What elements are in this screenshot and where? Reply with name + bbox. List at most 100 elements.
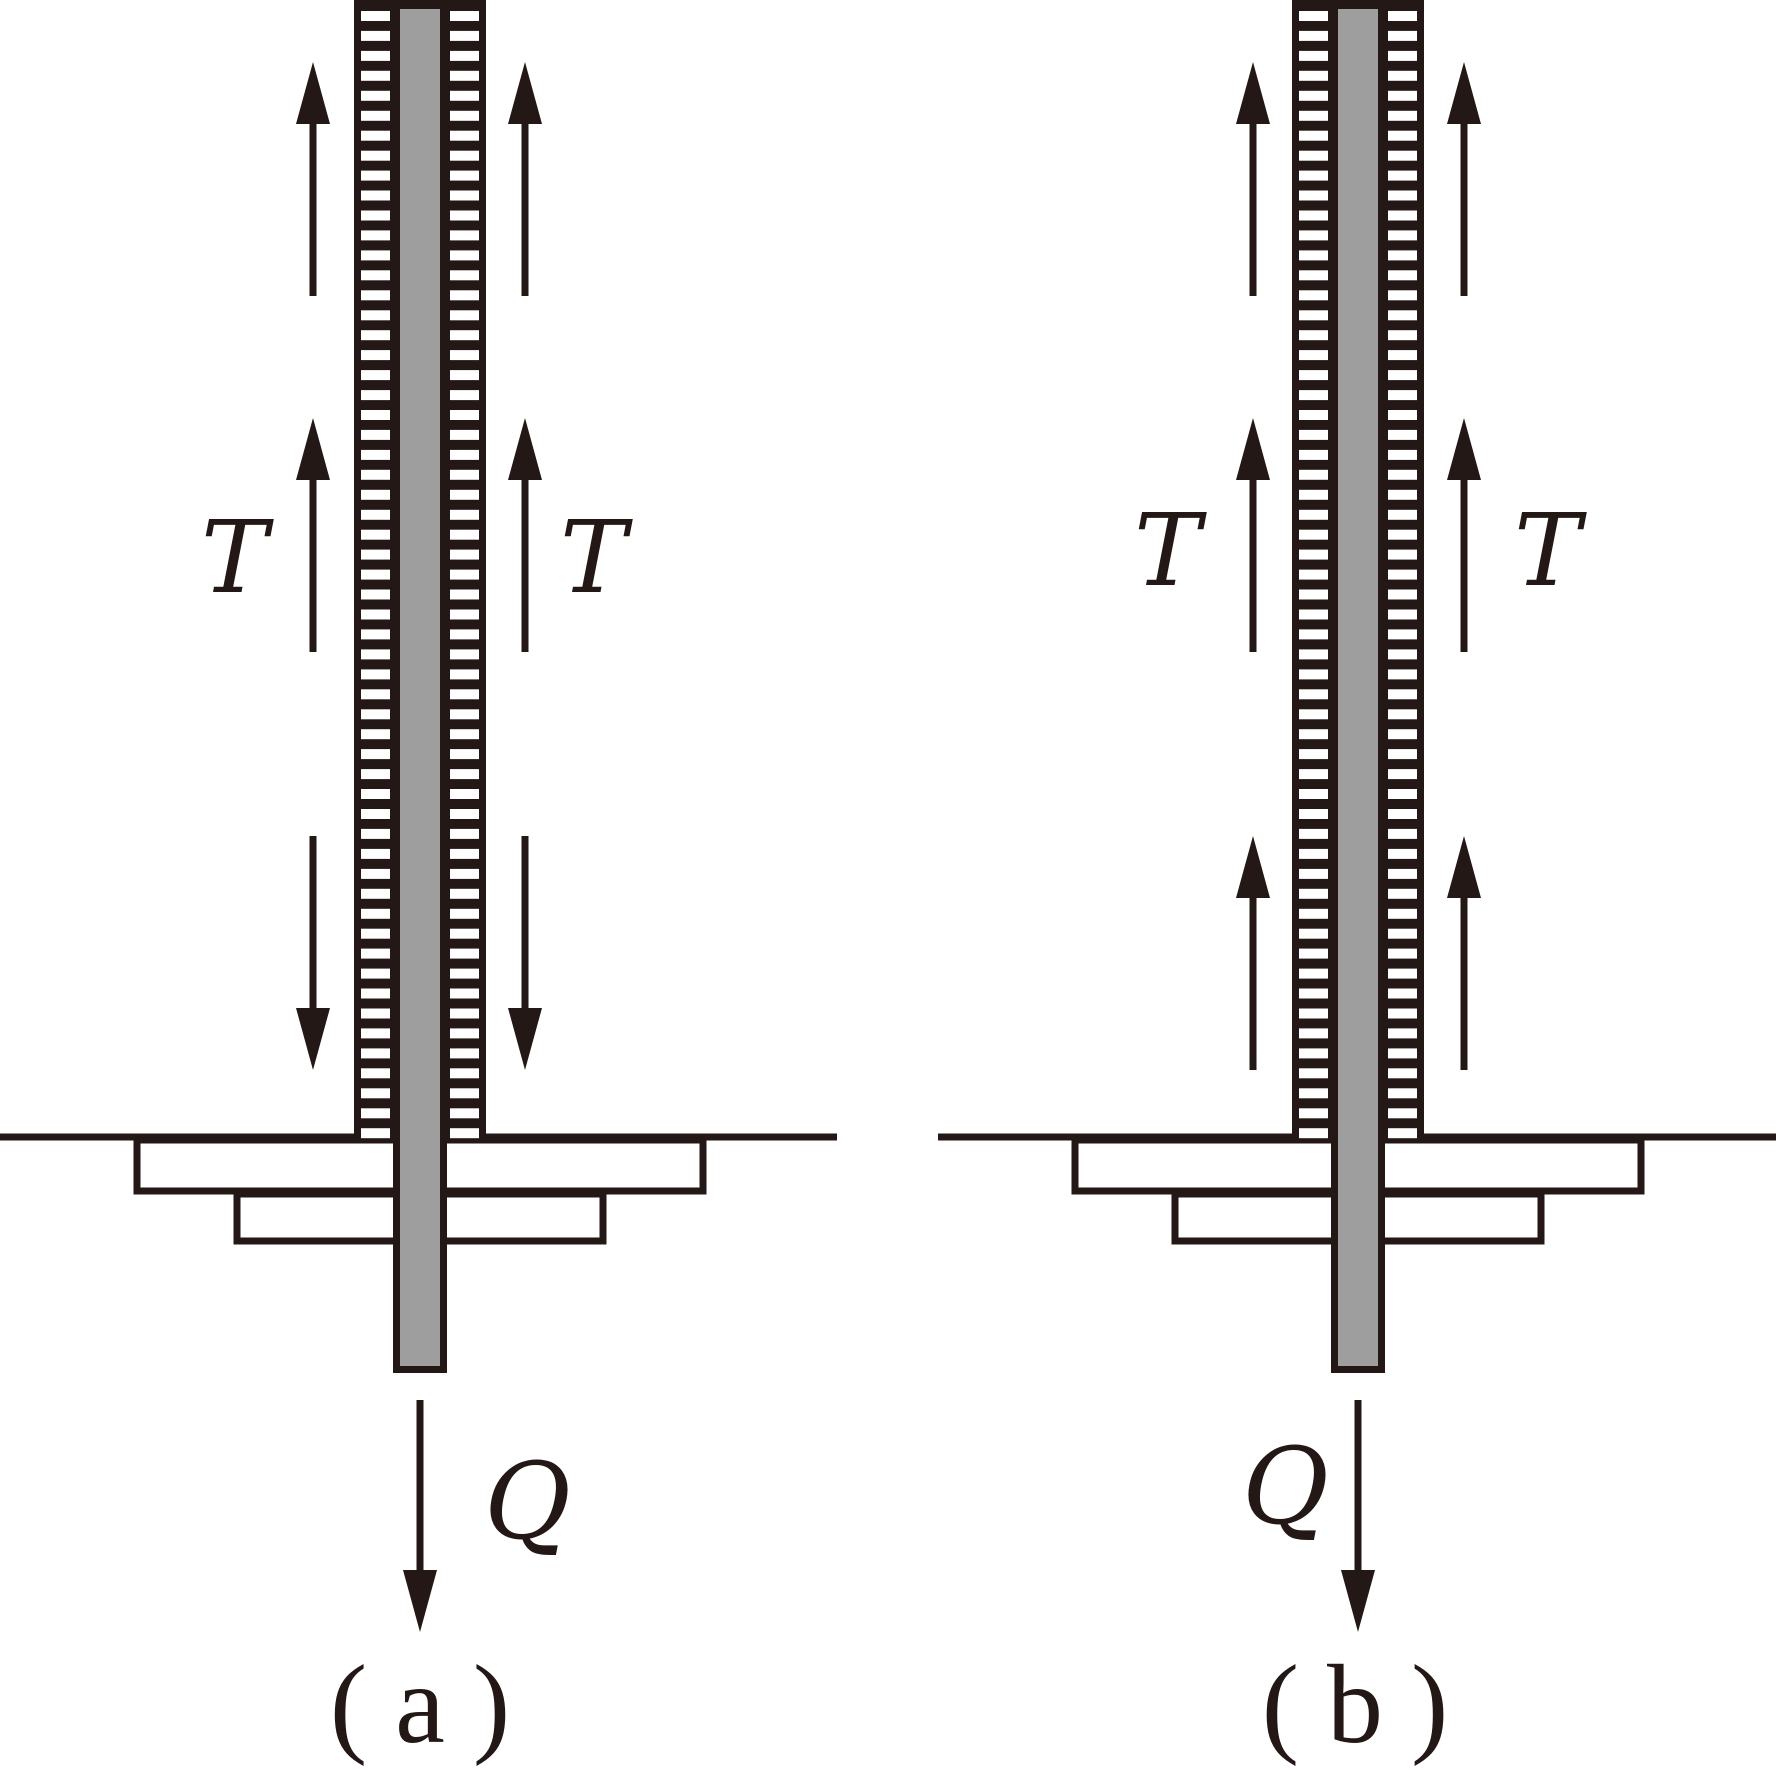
force-arrows-a (296, 62, 542, 1632)
grout-cell-right-a (450, 370, 479, 381)
grout-cell-right-b (1388, 250, 1417, 261)
grout-cell-left-b (1299, 968, 1328, 979)
grout-cell-left-b (1299, 70, 1328, 81)
grout-cell-left-b (1299, 90, 1328, 101)
grout-cell-right-b (1388, 30, 1417, 41)
grout-cell-right-a (450, 809, 479, 819)
grout-cell-right-a (450, 729, 479, 740)
tension-arrow-mid-right-b-head (1447, 418, 1481, 480)
load-arrow-b-head (1341, 1570, 1375, 1632)
grout-cell-left-b (1299, 410, 1328, 420)
grout-cell-left-a (361, 828, 390, 839)
grout-cell-right-a (450, 709, 479, 720)
grout-cell-left-b (1299, 330, 1328, 341)
tension-arrow-bottom-left-a (296, 836, 330, 1070)
grout-cell-right-a (450, 789, 479, 799)
grout-cell-left-a (361, 968, 390, 979)
grout-cell-right-b (1388, 150, 1417, 161)
grout-cell-right-a (450, 70, 479, 81)
grout-cell-right-a (450, 549, 479, 560)
grout-cell-right-b (1388, 270, 1417, 281)
grout-cell-left-a (361, 210, 390, 221)
grout-cell-left-b (1299, 629, 1328, 640)
grout-cell-left-a (361, 429, 390, 440)
grout-cell-right-b (1388, 908, 1417, 919)
grout-cell-right-a (450, 270, 479, 281)
grout-cell-left-a (361, 70, 390, 81)
grout-cell-left-b (1299, 609, 1328, 620)
grout-cell-right-a (450, 908, 479, 919)
grout-cell-left-b (1299, 828, 1328, 839)
grout-cell-left-a (361, 1028, 390, 1039)
grout-cell-right-a (450, 330, 479, 341)
grout-cell-right-b (1388, 1028, 1417, 1039)
grout-cell-right-a (450, 868, 479, 879)
grout-cell-right-a (450, 190, 479, 201)
anchor-rod-fill-a (400, 9, 440, 1366)
grout-cell-right-b (1388, 968, 1417, 979)
grout-cell-left-a (361, 290, 390, 301)
grout-cell-right-a (450, 529, 479, 540)
grout-cell-left-b (1299, 50, 1328, 61)
grout-cell-right-a (450, 1108, 479, 1119)
tension-arrow-bottom-right-a (508, 836, 542, 1070)
tension-arrow-top-right-a (508, 62, 542, 296)
grout-cell-left-b (1299, 110, 1328, 121)
grout-cell-right-b (1388, 350, 1417, 361)
grout-cell-right-a (450, 769, 479, 780)
grout-cell-left-b (1299, 370, 1328, 381)
grout-cell-left-a (361, 509, 390, 520)
tension-arrow-mid-right-a (508, 418, 542, 652)
tension-arrow-top-right-b (1447, 62, 1481, 296)
grout-cell-left-b (1299, 649, 1328, 660)
grout-cell-right-a (450, 250, 479, 261)
tension-arrow-bottom-left-b (1236, 836, 1270, 1070)
load-label-b: Q (1242, 1425, 1329, 1548)
grout-cells-a (361, 11, 479, 1139)
grout-cell-left-a (361, 1108, 390, 1119)
grout-cell-right-a (450, 350, 479, 361)
grout-cell-left-a (361, 928, 390, 939)
grout-cell-right-a (450, 689, 479, 700)
grout-cell-left-b (1299, 569, 1328, 580)
grout-cell-right-b (1388, 410, 1417, 420)
grout-cell-right-b (1388, 210, 1417, 221)
grout-cell-left-b (1299, 709, 1328, 720)
grout-cell-left-b (1299, 689, 1328, 700)
grout-cell-right-b (1388, 749, 1417, 760)
tension-arrow-bottom-left-b-head (1236, 836, 1270, 898)
grout-cell-right-b (1388, 848, 1417, 859)
grout-cell-left-a (361, 370, 390, 381)
grout-cell-right-a (450, 988, 479, 999)
grout-cell-right-b (1388, 868, 1417, 879)
grout-cell-left-a (361, 689, 390, 700)
tension-arrow-top-left-b (1236, 62, 1270, 296)
grout-cell-right-b (1388, 509, 1417, 520)
grout-cell-right-b (1388, 669, 1417, 680)
tension-arrow-mid-right-a-head (508, 418, 542, 480)
grout-cell-right-a (450, 11, 479, 21)
tension-label-right-b: T (1514, 492, 1587, 609)
grout-cell-right-a (450, 1068, 479, 1079)
grout-cell-left-a (361, 868, 390, 879)
load-arrow-a (403, 1400, 437, 1632)
grout-cell-right-b (1388, 789, 1417, 799)
grout-cell-right-a (450, 130, 479, 141)
grout-cell-right-a (450, 230, 479, 241)
grout-cell-right-a (450, 1008, 479, 1019)
grout-cell-left-a (361, 150, 390, 161)
grout-cell-right-a (450, 609, 479, 620)
grout-cell-left-a (361, 888, 390, 899)
grout-cell-right-b (1388, 489, 1417, 500)
grout-cell-right-b (1388, 130, 1417, 141)
tension-arrow-mid-left-b-head (1236, 418, 1270, 480)
grout-cell-left-a (361, 250, 390, 261)
grout-cell-right-a (450, 50, 479, 61)
grout-cell-left-a (361, 489, 390, 500)
grout-cell-right-b (1388, 1088, 1417, 1099)
grout-cell-left-a (361, 549, 390, 560)
grout-cell-left-a (361, 270, 390, 281)
grout-cell-right-b (1388, 629, 1417, 640)
grout-cell-left-a (361, 90, 390, 101)
